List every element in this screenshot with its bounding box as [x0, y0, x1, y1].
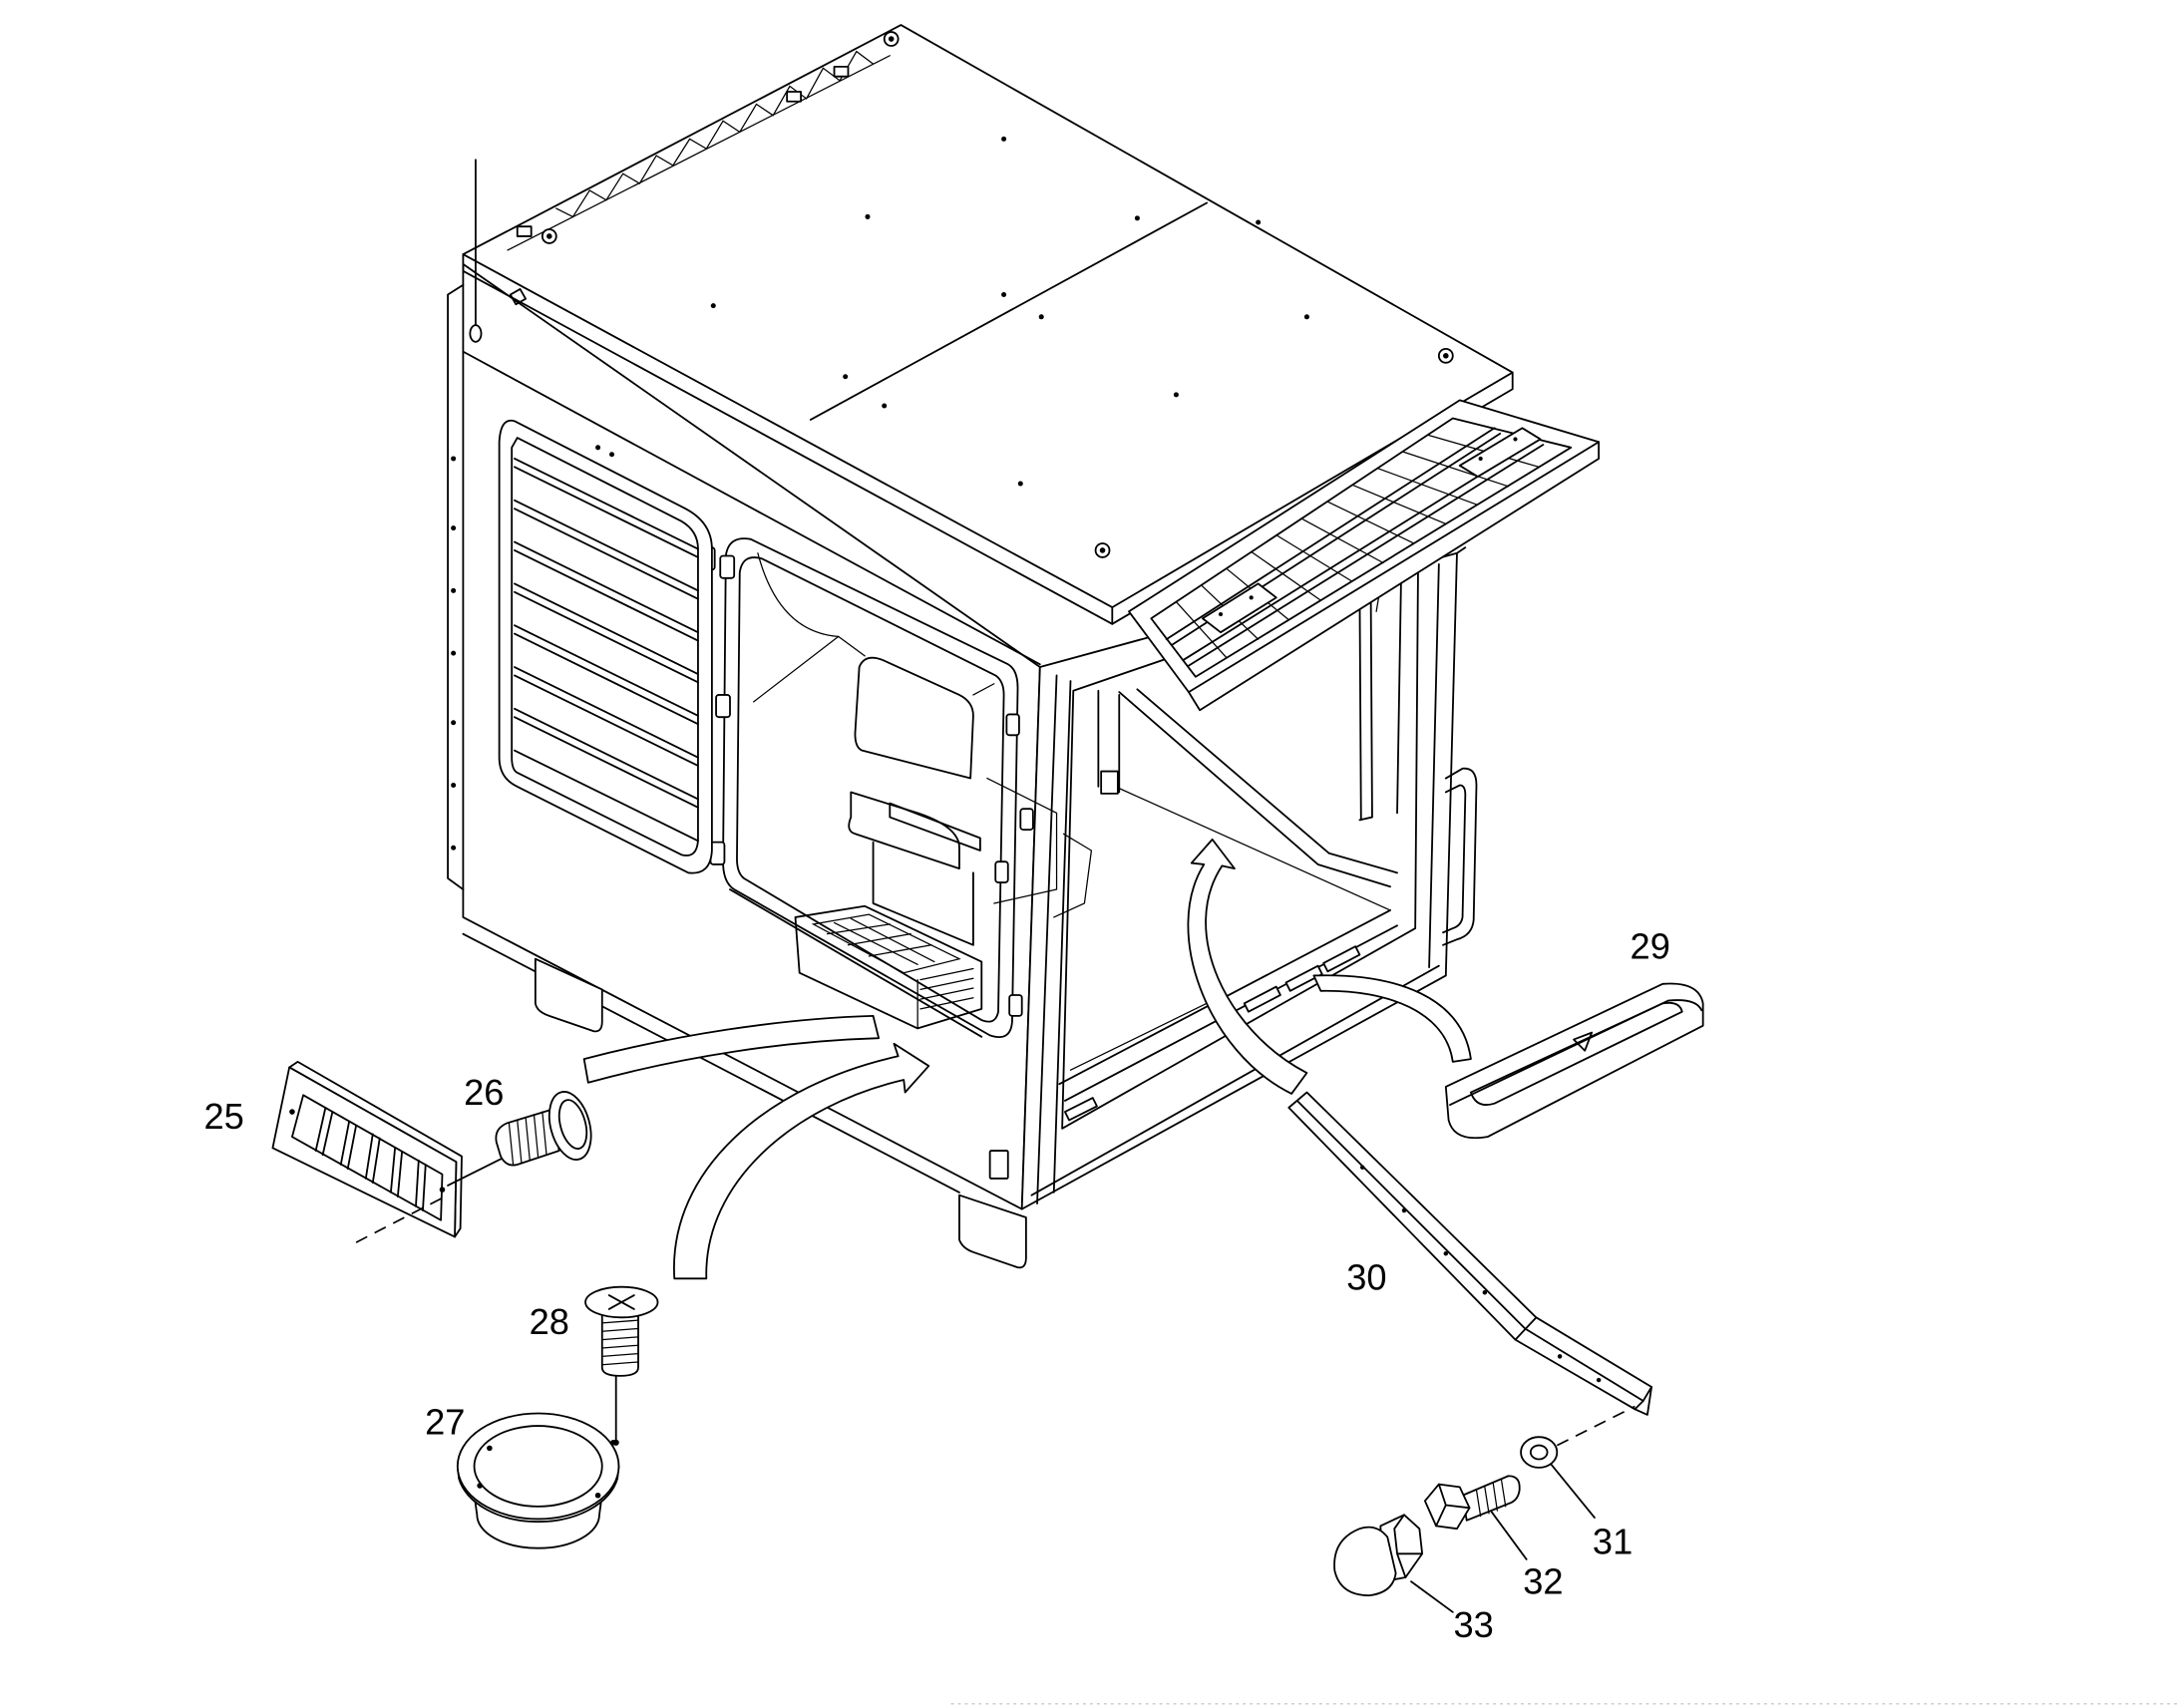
door-frame: [722, 537, 1019, 1039]
louvered-window: [498, 419, 713, 874]
callout-31: 31: [1593, 1521, 1633, 1561]
callout-30: 30: [1346, 1256, 1386, 1297]
callout-33: 33: [1454, 1604, 1494, 1645]
roof-rivets: [710, 136, 1309, 487]
roof-split-line: [809, 201, 1208, 421]
lifting-eyes: [541, 31, 1454, 558]
callout-26: 26: [464, 1072, 504, 1113]
cap-nut: [1333, 1514, 1424, 1597]
screw: [584, 1285, 659, 1377]
cab-roof: [462, 24, 1514, 625]
airflow-arrow: [582, 1014, 881, 1084]
leader-line: [1550, 1464, 1596, 1519]
visor-plate: [1458, 427, 1542, 478]
visor-plate: [1201, 582, 1277, 634]
bolt: [1424, 1475, 1521, 1531]
floor-vents: [1064, 945, 1361, 1122]
round-cover: [456, 1412, 620, 1549]
louver-slats: [514, 458, 699, 843]
callouts: 25 26 27 28 29 30 31 32 33: [204, 926, 1670, 1645]
mounting-bar: [1287, 1091, 1653, 1416]
callout-27: 27: [425, 1401, 465, 1442]
operator-seat: [848, 656, 1093, 946]
roof-visor: [1128, 399, 1601, 712]
callout-28: 28: [530, 1301, 569, 1342]
leader-line: [355, 1196, 443, 1243]
callout-29: 29: [1631, 926, 1670, 967]
callout-25: 25: [204, 1096, 244, 1137]
door-opening: [687, 537, 1093, 1180]
vent-grille: [271, 1060, 463, 1238]
rear-strip-rivets: [451, 456, 457, 851]
wiper: [1358, 586, 1373, 822]
airflow-arrow: [1187, 838, 1308, 1095]
arrow-mark-icon: [1573, 1031, 1594, 1052]
handrail: [1442, 767, 1478, 946]
right-foot: [958, 1194, 1027, 1269]
leader-line: [1490, 1511, 1528, 1560]
leader-line: [1556, 1405, 1635, 1447]
callout-32: 32: [1523, 1561, 1563, 1602]
leader-line: [1410, 1580, 1454, 1613]
rear-strip: [447, 283, 465, 890]
antenna: [469, 159, 483, 343]
airflow-arrow: [1312, 974, 1472, 1063]
left-foot: [534, 957, 603, 1033]
washer: [1520, 1436, 1559, 1469]
airflow-arrow: [673, 1042, 930, 1280]
plug: [495, 1091, 592, 1167]
step-handle: [1444, 982, 1704, 1140]
roof-truss: [507, 55, 891, 251]
airflow-arrows: [582, 838, 1472, 1280]
